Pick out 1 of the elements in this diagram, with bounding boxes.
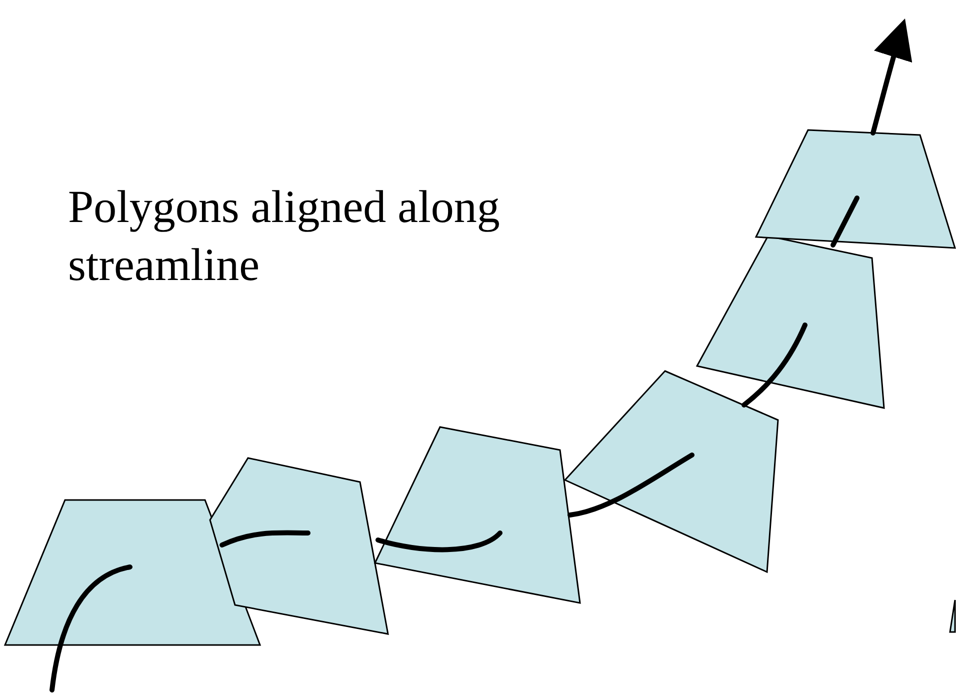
caption-text: Polygons aligned along streamline (68, 180, 501, 292)
